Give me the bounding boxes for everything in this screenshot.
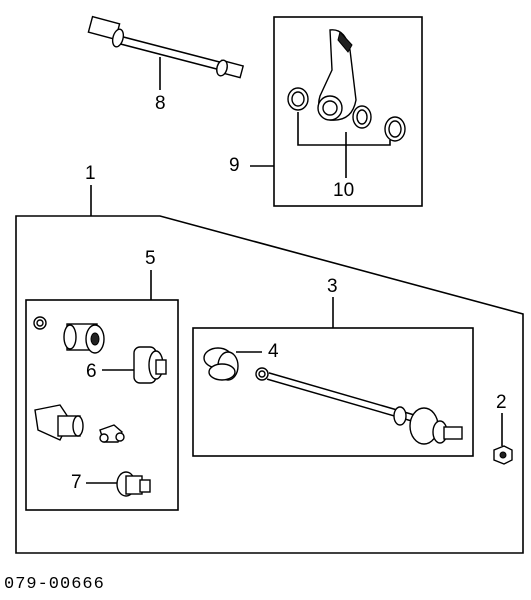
callout-1: 1 — [85, 163, 96, 184]
part-2-nut — [493, 445, 513, 465]
part-6-joint-housing — [133, 346, 167, 384]
callout-9: 9 — [229, 155, 240, 176]
callout-7: 7 — [71, 472, 82, 493]
leader-10 — [297, 112, 391, 178]
part-4-boot — [203, 347, 239, 381]
part-9-bracket-and-rings — [287, 29, 406, 142]
part-7-outboard-stub — [116, 471, 151, 497]
part-3-driveshaft — [255, 367, 463, 445]
callout-10: 10 — [333, 180, 355, 201]
callout-5: 5 — [145, 248, 156, 269]
callout-2: 2 — [496, 392, 507, 413]
box-part-9 — [273, 16, 423, 207]
box-part-3 — [192, 327, 474, 457]
assembly-1-outline — [15, 215, 524, 554]
callout-4: 4 — [268, 341, 279, 362]
part-5-joint-components — [33, 316, 125, 443]
part-8-intermediate-shaft — [87, 15, 245, 79]
box-part-5 — [25, 299, 179, 511]
callout-8: 8 — [155, 93, 166, 114]
diagram-reference-code: 079-00666 — [4, 575, 105, 594]
callout-3: 3 — [327, 276, 338, 297]
callout-6: 6 — [86, 361, 97, 382]
